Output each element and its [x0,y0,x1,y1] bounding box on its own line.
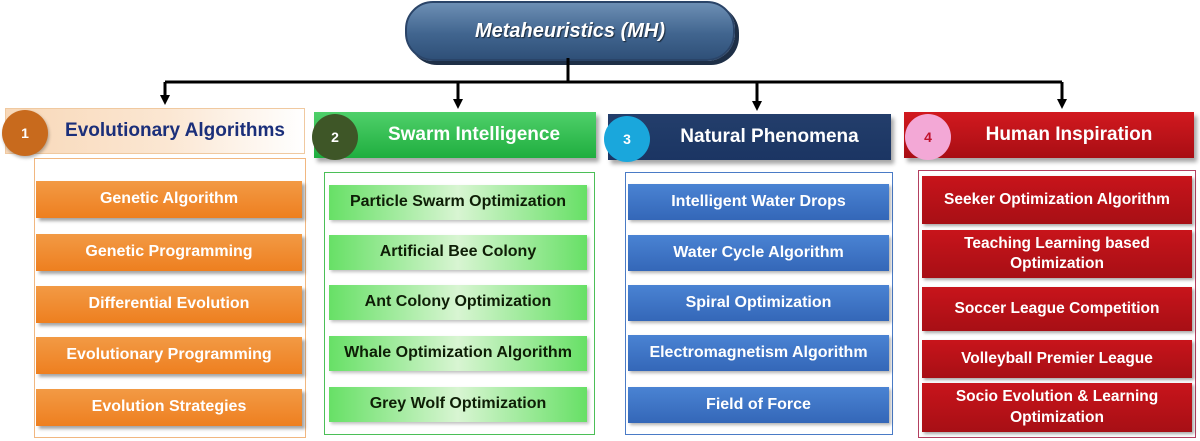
category-3-header: Natural Phenomena [608,114,891,160]
cat1-item-evolution-strategies: Evolution Strategies [36,389,302,426]
cat2-item-ant-colony-optimization: Ant Colony Optimization [329,285,587,320]
category-2-header: Swarm Intelligence [314,112,596,158]
category-3-number-badge: 3 [604,116,650,162]
category-1-number-badge: 1 [2,110,48,156]
cat4-item-teaching-learning-based-optimization: Teaching Learning based Optimization [922,230,1192,278]
category-4-title: Human Inspiration [985,124,1153,145]
cat4-item-volleyball-premier-league: Volleyball Premier League [922,340,1192,378]
cat1-item-evolutionary-programming: Evolutionary Programming [36,337,302,374]
category-3-title: Natural Phenomena [680,126,859,147]
cat1-item-genetic-algorithm: Genetic Algorithm [36,181,302,218]
cat3-item-electromagnetism-algorithm: Electromagnetism Algorithm [628,335,889,371]
category-4-number-badge: 4 [905,114,951,160]
category-2-title: Swarm Intelligence [387,124,561,145]
cat4-item-seeker-optimization-algorithm: Seeker Optimization Algorithm [922,176,1192,224]
cat3-item-intelligent-water-drops: Intelligent Water Drops [628,184,889,220]
category-1-header: Evolutionary Algorithms [5,108,305,154]
cat2-item-particle-swarm-optimization: Particle Swarm Optimization [329,185,587,220]
category-2-number-badge: 2 [312,114,358,160]
root-node-metaheuristics: Metaheuristics (MH) [405,1,735,61]
cat1-item-differential-evolution: Differential Evolution [36,286,302,323]
cat3-item-field-of-force: Field of Force [628,387,889,423]
cat2-item-artificial-bee-colony: Artificial Bee Colony [329,235,587,270]
cat1-item-genetic-programming: Genetic Programming [36,234,302,271]
cat3-item-water-cycle-algorithm: Water Cycle Algorithm [628,235,889,271]
cat3-item-spiral-optimization: Spiral Optimization [628,285,889,321]
category-1-title: Evolutionary Algorithms [65,120,285,141]
cat2-item-whale-optimization-algorithm: Whale Optimization Algorithm [329,336,587,371]
cat2-item-grey-wolf-optimization: Grey Wolf Optimization [329,387,587,422]
category-4-header: Human Inspiration [904,112,1194,158]
cat4-item-socio-evolution-learning-optimization: Socio Evolution & Learning Optimization [922,383,1192,432]
cat4-item-soccer-league-competition: Soccer League Competition [922,287,1192,331]
